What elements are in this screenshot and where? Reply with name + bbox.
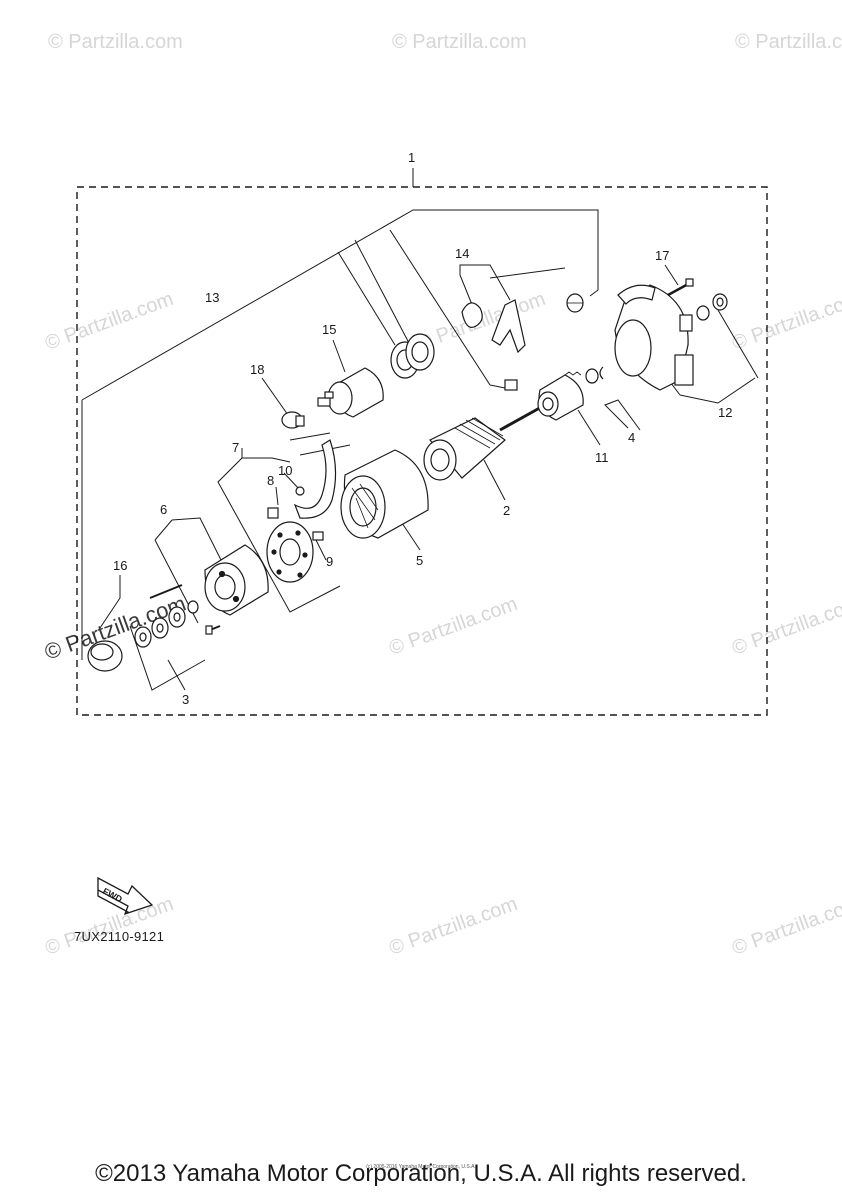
callout-2: 2 <box>503 503 510 518</box>
callout-18: 18 <box>250 362 264 377</box>
callout-12: 12 <box>718 405 732 420</box>
brush-lead <box>293 439 337 541</box>
watermark: © Partzilla.com <box>386 593 520 660</box>
brush-holder-plate <box>266 507 314 583</box>
watermark: © Partzilla.com <box>729 593 842 660</box>
front-housing <box>614 284 694 391</box>
callout-13: 13 <box>205 290 219 305</box>
callout-4: 4 <box>628 430 635 445</box>
shift-lever <box>461 299 526 391</box>
leader-lines <box>81 168 759 691</box>
tiny-copyright: (c) 2005-2016 Yamaha Motor Corporation, … <box>366 1164 476 1170</box>
screw <box>667 278 694 297</box>
snap-ring <box>585 366 604 384</box>
through-bolt <box>149 584 221 635</box>
fwd-arrow-icon: FWD <box>97 876 154 916</box>
watermark: © Partzilla.com <box>735 31 842 53</box>
callout-16: 16 <box>113 558 127 573</box>
callout-14: 14 <box>455 246 469 261</box>
grommet <box>566 293 584 313</box>
pinion-clutch <box>537 371 584 421</box>
callout-8: 8 <box>267 473 274 488</box>
magnetic-switch <box>317 367 384 418</box>
watermark: © Partzilla.com <box>729 893 842 960</box>
washer-set <box>134 600 199 648</box>
callout-15: 15 <box>322 322 336 337</box>
end-cap <box>87 640 123 672</box>
callout-1: 1 <box>408 150 415 165</box>
armature <box>423 403 546 481</box>
callout-17: 17 <box>655 248 669 263</box>
plunger <box>281 411 305 429</box>
callout-labels: 1 2 3 4 5 6 7 8 9 10 11 12 13 14 15 16 1… <box>113 150 732 707</box>
gasket <box>390 333 435 379</box>
callout-3: 3 <box>182 692 189 707</box>
callout-9: 9 <box>326 554 333 569</box>
yoke <box>340 449 429 539</box>
diagram-part-code: 7UX2110-9121 <box>74 929 165 944</box>
watermark: © Partzilla.com <box>386 893 520 960</box>
watermark: © Partzilla.com <box>729 288 842 355</box>
watermark: © Partzilla.com <box>392 31 527 53</box>
assembly-boundary <box>76 186 768 716</box>
callout-11: 11 <box>595 450 609 465</box>
watermark: © Partzilla.com <box>42 288 176 355</box>
callout-6: 6 <box>160 502 167 517</box>
callout-10: 10 <box>278 463 292 478</box>
parts <box>87 278 728 672</box>
callout-5: 5 <box>416 553 423 568</box>
watermark: © Partzilla.com <box>48 31 183 53</box>
bushing <box>696 293 728 321</box>
copyright-footer: ©2013 Yamaha Motor Corporation, U.S.A. A… <box>95 1160 747 1187</box>
watermark: © Partzilla.com <box>42 893 176 960</box>
callout-7: 7 <box>232 440 239 455</box>
watermarks: © Partzilla.com © Partzilla.com © Partzi… <box>41 31 842 960</box>
rear-bracket <box>204 544 269 616</box>
